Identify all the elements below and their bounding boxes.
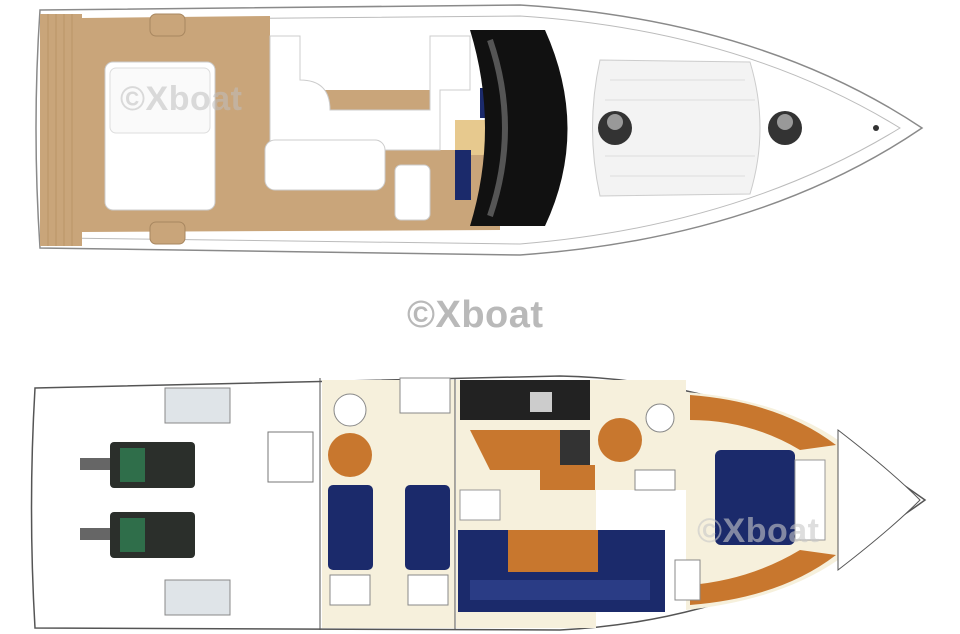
berth-stbd (405, 485, 450, 570)
deck-plan (35, 4, 924, 256)
saloon-table (508, 530, 598, 572)
watermark-top: ©Xboat (120, 80, 243, 118)
bow-cleat (873, 125, 879, 131)
galley (460, 380, 590, 420)
watermark-middle: ©Xboat (407, 294, 544, 336)
hatch-aft-stbd (164, 579, 231, 616)
head-aft (333, 393, 367, 427)
berth-port (328, 485, 373, 570)
swim-platform-teak (40, 14, 82, 246)
watermark-bottom: ©Xboat (697, 512, 820, 550)
vberth (715, 450, 795, 545)
engine-stbd (80, 512, 195, 558)
chain-locker (837, 428, 921, 572)
cockpit-seating (269, 35, 471, 151)
foredeck-hatch (592, 59, 761, 197)
windscreen (470, 30, 568, 226)
engine-port (80, 442, 195, 488)
lower-deck-plan (30, 375, 927, 631)
hatch-aft-port (164, 387, 231, 424)
